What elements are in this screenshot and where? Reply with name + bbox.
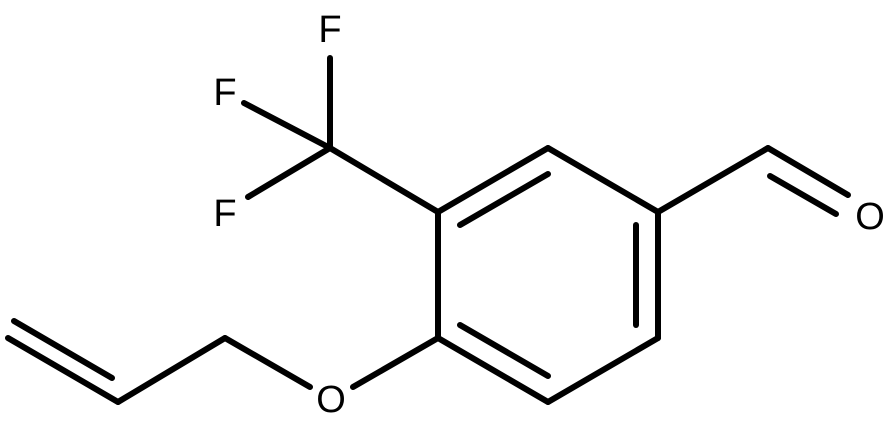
atom-label-o-aldehyde: O xyxy=(855,196,885,238)
atom-label-f-top: F xyxy=(318,9,341,51)
atom-label-o-ether: O xyxy=(316,379,346,421)
bond-ring-cf3 xyxy=(327,145,441,215)
bond-o-ch2 xyxy=(222,335,313,390)
atom-label-f-left: F xyxy=(213,72,236,114)
bond-ch-ch2-double xyxy=(5,335,121,405)
ring-inner-double-bond xyxy=(457,322,551,379)
trifluoromethyl-group xyxy=(241,55,441,215)
bond-c-o-double xyxy=(767,173,839,217)
bond-ring-cho xyxy=(655,145,771,215)
aldehyde-group xyxy=(655,145,851,217)
bond-c-f-left xyxy=(241,100,333,151)
bond-c-f-bottom xyxy=(245,145,333,200)
ring-bond-c3-c4 xyxy=(545,335,661,405)
ring-bond-c6-c1 xyxy=(435,145,551,215)
bond-ch2-ch xyxy=(115,335,228,405)
ring-bond-c1-c2 xyxy=(545,145,661,215)
benzene-ring xyxy=(435,145,661,405)
bond-ring-o xyxy=(350,335,441,390)
allyloxy-group xyxy=(5,318,441,405)
bond-c-o-double xyxy=(765,145,851,198)
bond-ch-ch2-double xyxy=(11,318,115,381)
ring-inner-double-bond xyxy=(457,171,551,228)
ring-bond-c4-c5 xyxy=(435,335,551,405)
atom-label-f-bottom: F xyxy=(213,193,236,235)
